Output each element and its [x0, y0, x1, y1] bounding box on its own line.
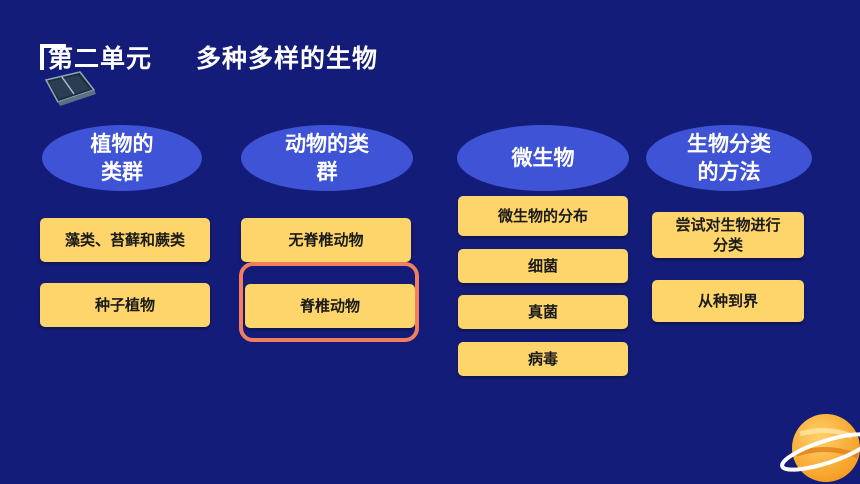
- book-icon: [44, 71, 96, 106]
- slide-title: 第二单元 多种多样的生物: [48, 40, 378, 74]
- item-invertebrates: 无脊椎动物: [241, 218, 411, 262]
- item-label: 细菌: [527, 257, 558, 275]
- item-viruses: 病毒: [458, 342, 628, 376]
- category-label: 植物的 类群: [90, 132, 154, 184]
- category-plant-groups: 植物的 类群: [42, 125, 202, 191]
- item-seed-plants: 种子植物: [40, 283, 210, 327]
- category-label: 微生物: [511, 146, 575, 170]
- item-try-classify: 尝试对生物进行 分类: [652, 212, 804, 258]
- title-corner-accent: [40, 44, 66, 70]
- item-fungi: 真菌: [458, 295, 628, 329]
- category-microbes: 微生物: [457, 125, 629, 191]
- item-label: 脊椎动物: [299, 297, 360, 315]
- item-label: 病毒: [527, 350, 558, 368]
- item-label: 尝试对生物进行 分类: [675, 216, 781, 254]
- category-label: 动物的类 群: [285, 132, 369, 184]
- highlight-frame: [239, 262, 419, 342]
- planet-icon: [780, 414, 860, 482]
- category-classification-methods: 生物分类 的方法: [646, 125, 812, 191]
- item-label: 真菌: [527, 303, 558, 321]
- category-label: 生物分类 的方法: [687, 132, 771, 184]
- item-vertebrates: 脊椎动物: [245, 284, 415, 328]
- item-label: 种子植物: [94, 296, 155, 314]
- item-microbe-distribution: 微生物的分布: [458, 196, 628, 236]
- item-label: 从种到界: [697, 292, 758, 310]
- item-label: 微生物的分布: [497, 207, 588, 225]
- category-animal-groups: 动物的类 群: [241, 125, 413, 191]
- item-bacteria: 细菌: [458, 249, 628, 283]
- item-label: 无脊椎动物: [288, 231, 364, 249]
- item-species-to-kingdom: 从种到界: [652, 280, 804, 322]
- item-label: 藻类、苔藓和蕨类: [64, 231, 185, 249]
- unit-label: 第二单元: [48, 44, 153, 73]
- item-algae-moss-fern: 藻类、苔藓和蕨类: [40, 218, 210, 262]
- topic-label: 多种多样的生物: [196, 44, 379, 73]
